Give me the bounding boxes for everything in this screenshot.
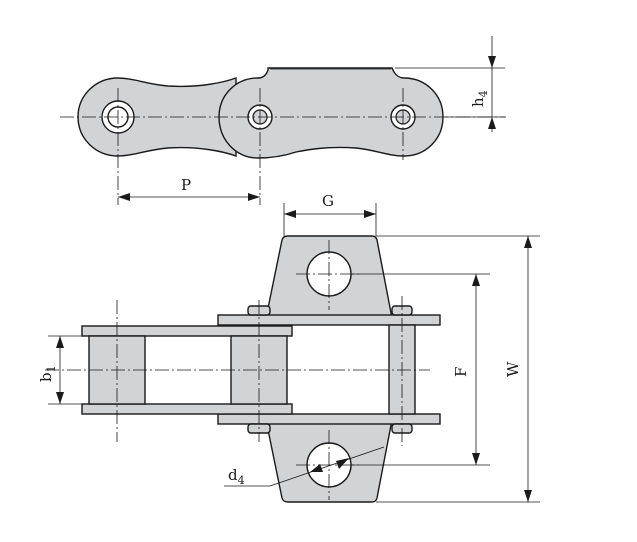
outer-plate-top: [217, 314, 441, 326]
inner-plate-top: [81, 325, 293, 337]
d4-arrow-right: [336, 458, 349, 469]
p-label: P: [181, 176, 191, 194]
g-arrow-left: [284, 210, 296, 218]
b1-arrow-top: [56, 336, 64, 348]
d4-label: d4: [228, 466, 245, 487]
h4-arrow-top: [488, 56, 496, 68]
bottom-view: G: [37, 192, 540, 503]
p-arrow-left: [118, 193, 130, 201]
g-label: G: [322, 192, 334, 210]
w-label: W: [504, 361, 522, 377]
d4-arrow-left: [310, 464, 323, 472]
h4-label: h4: [469, 90, 490, 107]
w-arrow-bottom: [524, 490, 532, 502]
f-arrow-top: [472, 274, 480, 286]
b1-label: b1: [37, 365, 58, 382]
attachment-link-plate: [218, 67, 444, 159]
g-arrow-right: [364, 210, 376, 218]
d4-leader-diagonal: [269, 446, 385, 487]
top-view: h4 P: [60, 36, 506, 205]
b1-arrow-bottom: [56, 392, 64, 404]
w-arrow-top: [524, 236, 532, 248]
p-arrow-right: [248, 193, 260, 201]
inner-plate-bottom: [81, 403, 293, 415]
f-label: F: [452, 367, 470, 377]
f-arrow-bottom: [472, 453, 480, 465]
outer-plate-bottom: [217, 413, 441, 425]
h4-arrow-bottom: [488, 117, 496, 129]
